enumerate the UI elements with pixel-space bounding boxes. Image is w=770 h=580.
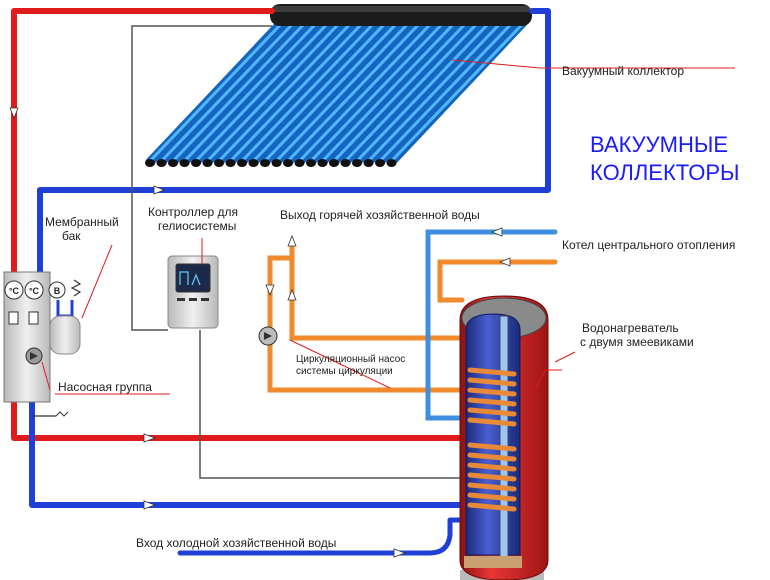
coil-turn xyxy=(467,377,517,387)
tank-inner xyxy=(465,313,521,556)
label-heater-1: Водонагреватель xyxy=(582,321,679,335)
controller-screen xyxy=(175,263,211,293)
label-membrane-tank-2: бак xyxy=(62,229,81,243)
coil-turn xyxy=(467,397,517,407)
coil-turn xyxy=(467,482,517,492)
valve-icon xyxy=(8,311,19,325)
arrow-icon xyxy=(393,548,407,558)
coil-turn xyxy=(467,492,517,502)
water-heater-tank xyxy=(459,295,549,580)
circulation-pump xyxy=(258,326,278,346)
thermometer-icon xyxy=(4,280,24,300)
arrow-icon xyxy=(143,500,157,510)
coil-turn xyxy=(467,452,517,462)
label-circ-pump-2: системы циркуляции xyxy=(296,366,393,377)
pressure-gauge-icon xyxy=(48,281,66,299)
labels: Вакуумный коллектор ВАКУУМНЫЕ КОЛЛЕКТОРЫ… xyxy=(45,64,740,550)
label-vacuum-collector: Вакуумный коллектор xyxy=(562,64,684,78)
coil-turn xyxy=(467,462,517,472)
arrow-icon xyxy=(143,433,157,443)
collector-return-pipe xyxy=(37,8,551,283)
label-heater-2: с двумя змеевиками xyxy=(580,335,694,349)
thermometer-icon xyxy=(24,280,44,300)
pump-group: °C °C B xyxy=(3,271,82,417)
hot-supply-pipe xyxy=(11,8,465,441)
arrow-icon xyxy=(287,234,297,247)
anode-rod xyxy=(499,315,509,567)
label-hot-water-out: Выход горячей хозяйственной воды xyxy=(280,208,480,222)
label-controller-2: гелиосистемы xyxy=(158,219,236,233)
flow-arrows xyxy=(9,107,511,558)
vacuum-collector xyxy=(145,4,532,167)
label-circ-pump-1: Циркуляционный насос xyxy=(296,354,405,365)
arrow-icon xyxy=(287,288,297,301)
controller-buttons xyxy=(177,298,209,301)
title-line-1: ВАКУУМНЫЕ xyxy=(590,132,728,157)
coil-turn xyxy=(467,442,517,452)
coil-turn xyxy=(467,367,517,377)
label-cold-water-in: Вход холодной хозяйственной воды xyxy=(136,536,336,550)
label-membrane-tank-1: Мембранный xyxy=(45,215,119,229)
valve-icon xyxy=(28,311,39,325)
coil-turn xyxy=(467,387,517,397)
solar-loop-pipes xyxy=(11,8,551,556)
arrow-icon xyxy=(498,257,511,267)
lower-coil xyxy=(467,442,517,512)
label-boiler: Котел центрального отопления xyxy=(562,238,735,252)
gauge-label: °C xyxy=(9,286,20,296)
collector-tubes xyxy=(145,17,528,167)
coil-turn xyxy=(467,417,517,427)
cold-return-pipe xyxy=(29,397,465,508)
arrow-icon xyxy=(490,227,503,237)
solar-controller xyxy=(167,255,219,329)
controller-wires xyxy=(131,25,462,479)
title-line-2: КОЛЛЕКТОРЫ xyxy=(590,160,740,185)
coil-turn xyxy=(467,407,517,417)
arrow-icon xyxy=(265,284,275,297)
label-controller-1: Контроллер для xyxy=(148,205,238,219)
cold-water-inlet-pipe xyxy=(177,517,465,556)
leader-lines xyxy=(41,59,735,395)
membrane-tank xyxy=(49,315,81,355)
coil-turn xyxy=(467,472,517,482)
arrow-icon xyxy=(153,185,166,195)
gauge-label: °C xyxy=(29,286,40,296)
upper-coil xyxy=(467,367,517,427)
safety-valve-icon xyxy=(70,279,82,297)
gauge-label: B xyxy=(54,286,61,296)
drain-valve-icon xyxy=(55,411,69,417)
coil-turn xyxy=(467,502,517,512)
arrow-icon xyxy=(9,107,19,120)
label-pump-group: Насосная группа xyxy=(58,380,152,394)
